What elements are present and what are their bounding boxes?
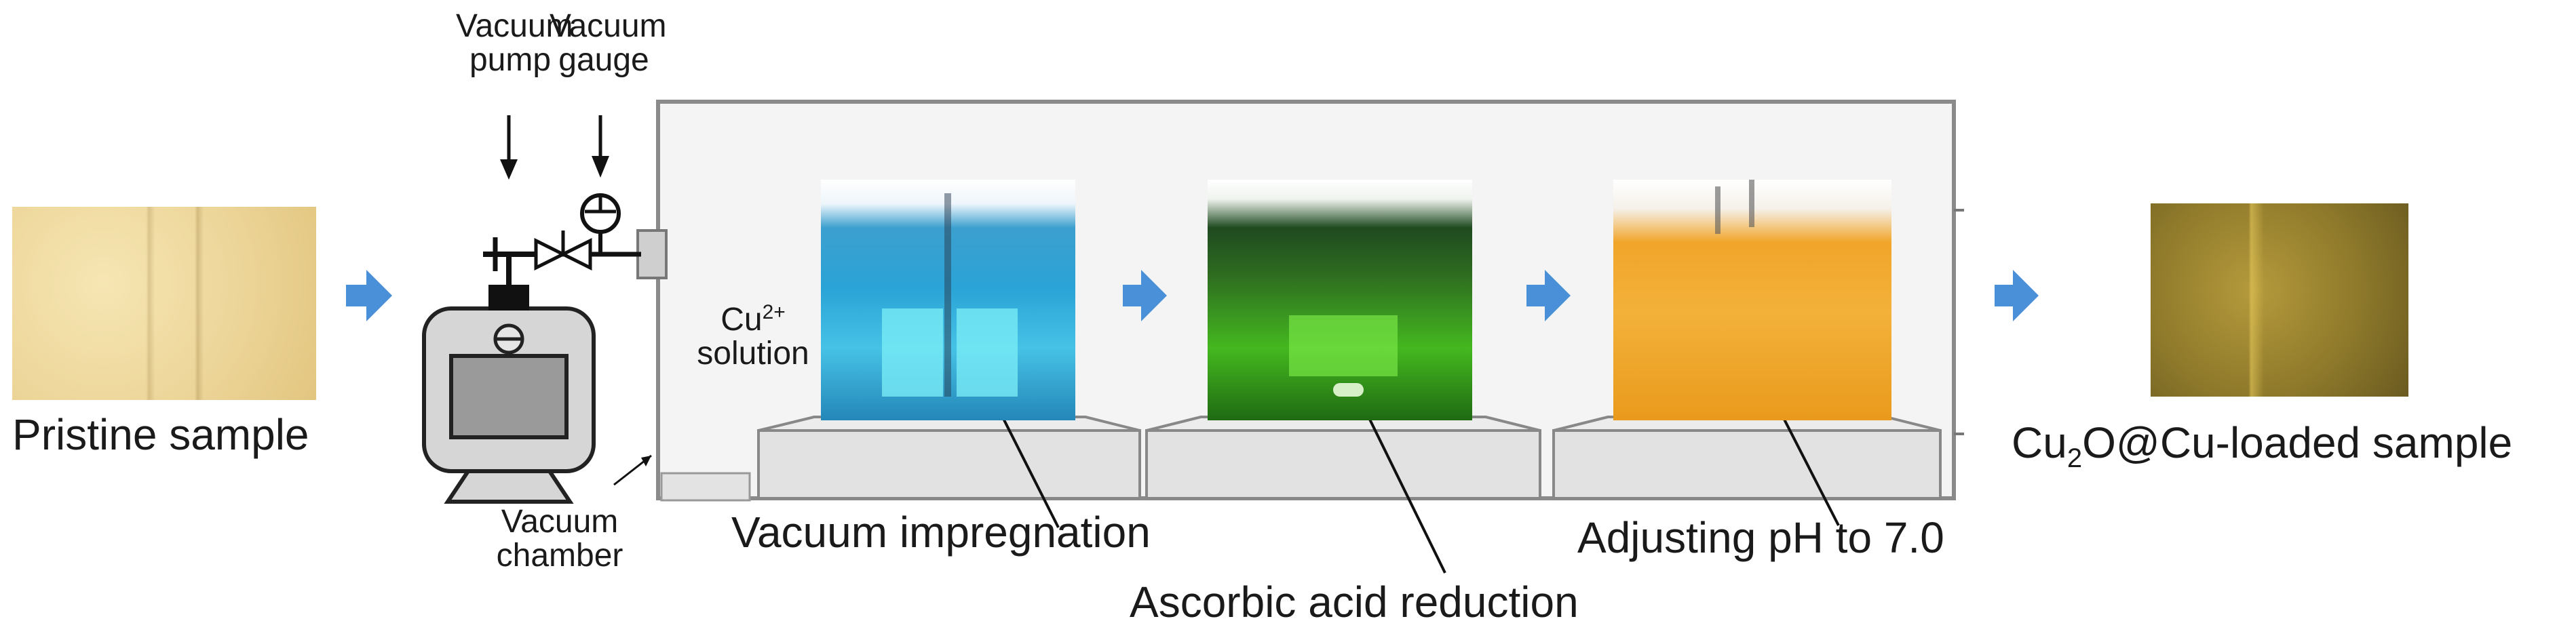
- magnetic-stirrer-icon: [757, 416, 1141, 500]
- pristine-sample-label: Pristine sample: [12, 410, 309, 459]
- gauge-pointer-arrow: [592, 115, 609, 178]
- reduction-leader: [1359, 399, 1446, 574]
- blue-flow-arrow: [1526, 270, 1571, 321]
- chamber-port: [636, 229, 668, 279]
- vacuum-pump-label: Vacuum pump: [456, 8, 573, 79]
- chamber-foot: [660, 472, 751, 502]
- valve-icon: [534, 231, 592, 271]
- pristine-sample-photo: [12, 207, 316, 400]
- loaded-sample-photo: [2151, 203, 2408, 397]
- vacuum-pump-icon: [422, 252, 596, 504]
- ascorbic-acid-reduction-label: Ascorbic acid reduction: [1130, 578, 1579, 626]
- green-solution-beaker-photo: [1208, 180, 1472, 420]
- blue-solution-beaker-photo: [821, 180, 1075, 420]
- blue-flow-arrow: [1995, 270, 2039, 321]
- magnetic-stirrer-icon: [1552, 416, 1942, 500]
- loaded-sample-label: Cu2O@Cu-loaded sample: [2012, 418, 2513, 473]
- vacuum-gauge-label: Vacuum gauge: [550, 8, 667, 79]
- chamber-pointer-arrow: [613, 454, 652, 486]
- cu-solution-label: Cu2+ solution: [697, 301, 809, 372]
- blue-flow-arrow: [346, 270, 392, 321]
- vacuum-chamber-label: Vacuum chamber: [496, 504, 623, 574]
- vacuum-gauge-icon: [580, 193, 621, 254]
- orange-solution-beaker-photo: [1613, 180, 1891, 420]
- blue-flow-arrow: [1123, 270, 1167, 321]
- adjusting-ph-label: Adjusting pH to 7.0: [1577, 513, 1944, 562]
- magnetic-stirrer-icon: [1145, 416, 1541, 500]
- vacuum-impregnation-label: Vacuum impregnation: [731, 508, 1151, 557]
- pump-pointer-arrow: [500, 115, 518, 180]
